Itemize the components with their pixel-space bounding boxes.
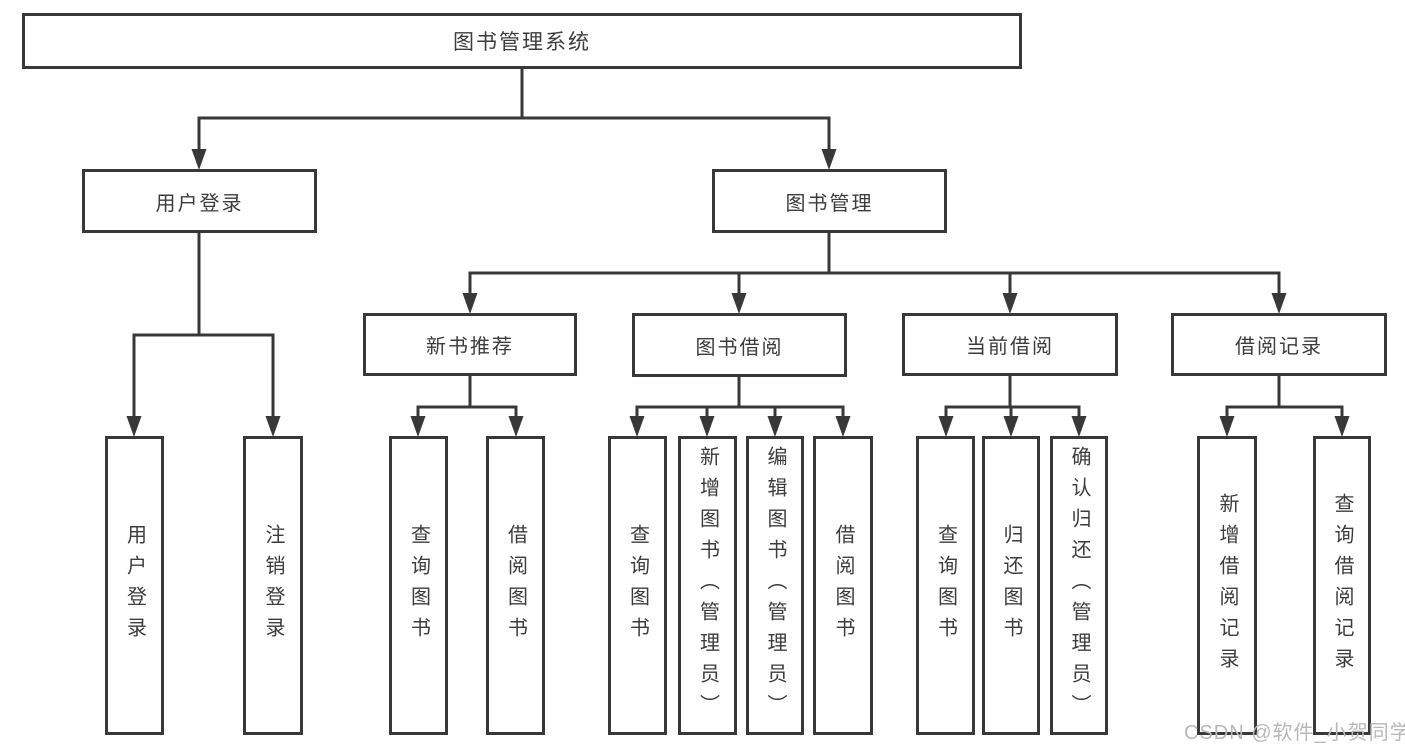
node-current-borrowing-label: 当前借阅 [966, 336, 1054, 358]
node-new-book-recommendation-label: 新书推荐 [426, 336, 514, 358]
node-confirm-return-admin: 确认归还（管理员） [1050, 436, 1108, 735]
node-add-books-admin: 新增图书（管理员） [678, 436, 737, 735]
arrowhead-down-icon [1071, 416, 1087, 437]
node-return-books-label: 归还图书 [1000, 523, 1022, 648]
node-return-books: 归还图书 [982, 436, 1040, 735]
node-add-books-admin-label: 新增图书（管理员） [696, 446, 719, 725]
arrowhead-down-icon [629, 416, 645, 437]
node-query-books-current: 查询图书 [916, 436, 975, 735]
arrowhead-down-icon [1002, 293, 1018, 314]
node-book-borrowing-label: 图书借阅 [695, 336, 784, 359]
node-new-book-recommendation: 新书推荐 [363, 313, 577, 376]
arrowhead-down-icon [835, 416, 851, 437]
node-query-books-current-label: 查询图书 [934, 523, 957, 648]
node-borrow-books: 借阅图书 [813, 436, 873, 735]
node-borrow-books-recommend: 借阅图书 [486, 436, 545, 735]
node-book-management: 图书管理 [712, 169, 947, 233]
node-add-borrow-record-label: 新增借阅记录 [1216, 492, 1238, 679]
arrowhead-down-icon [1271, 293, 1287, 314]
arrowhead-down-icon [508, 416, 524, 437]
arrowhead-down-icon [1219, 416, 1235, 437]
arrowhead-down-icon [462, 293, 478, 314]
arrowhead-down-icon [1003, 416, 1019, 437]
arrowhead-down-icon [1334, 416, 1350, 437]
node-current-borrowing: 当前借阅 [902, 313, 1118, 376]
arrowhead-down-icon [821, 149, 837, 170]
node-book-management-label: 图书管理 [785, 192, 874, 215]
node-borrowing-records: 借阅记录 [1171, 313, 1387, 376]
arrowhead-down-icon [938, 416, 954, 437]
node-user-login-action: 用户登录 [105, 436, 164, 735]
arrowhead-down-icon [265, 416, 281, 437]
node-logout-action-label: 注销登录 [262, 523, 284, 648]
node-edit-books-admin: 编辑图书（管理员） [746, 436, 804, 735]
node-borrowing-records-label: 借阅记录 [1235, 336, 1323, 358]
node-query-books-borrowing: 查询图书 [608, 436, 667, 735]
node-edit-books-admin-label: 编辑图书（管理员） [764, 446, 786, 725]
node-query-books-recommend-label: 查询图书 [407, 523, 430, 648]
node-query-borrow-record: 查询借阅记录 [1313, 436, 1371, 735]
node-borrow-books-label: 借阅图书 [832, 523, 854, 648]
node-borrow-books-recommend-label: 借阅图书 [504, 523, 527, 648]
node-book-borrowing: 图书借阅 [632, 313, 847, 377]
node-logout-action: 注销登录 [243, 436, 303, 735]
node-user-login-action-label: 用户登录 [123, 523, 146, 648]
node-root-system: 图书管理系统 [22, 13, 1022, 69]
arrowhead-down-icon [126, 416, 142, 437]
node-query-books-recommend: 查询图书 [389, 436, 448, 735]
node-query-borrow-record-label: 查询借阅记录 [1331, 492, 1353, 679]
node-root-system-label: 图书管理系统 [453, 31, 591, 54]
arrowhead-down-icon [767, 416, 783, 437]
node-user-login: 用户登录 [82, 169, 317, 233]
csdn-watermark: CSDN @软件_小贺同学 [1184, 722, 1405, 744]
node-user-login-label: 用户登录 [155, 192, 244, 215]
node-query-books-borrowing-label: 查询图书 [626, 523, 649, 648]
arrowhead-down-icon [191, 149, 207, 170]
arrowhead-down-icon [699, 416, 715, 437]
node-add-borrow-record: 新增借阅记录 [1197, 436, 1257, 735]
arrowhead-down-icon [731, 293, 747, 314]
arrowhead-down-icon [410, 416, 426, 437]
node-confirm-return-admin-label: 确认归还（管理员） [1068, 446, 1090, 725]
